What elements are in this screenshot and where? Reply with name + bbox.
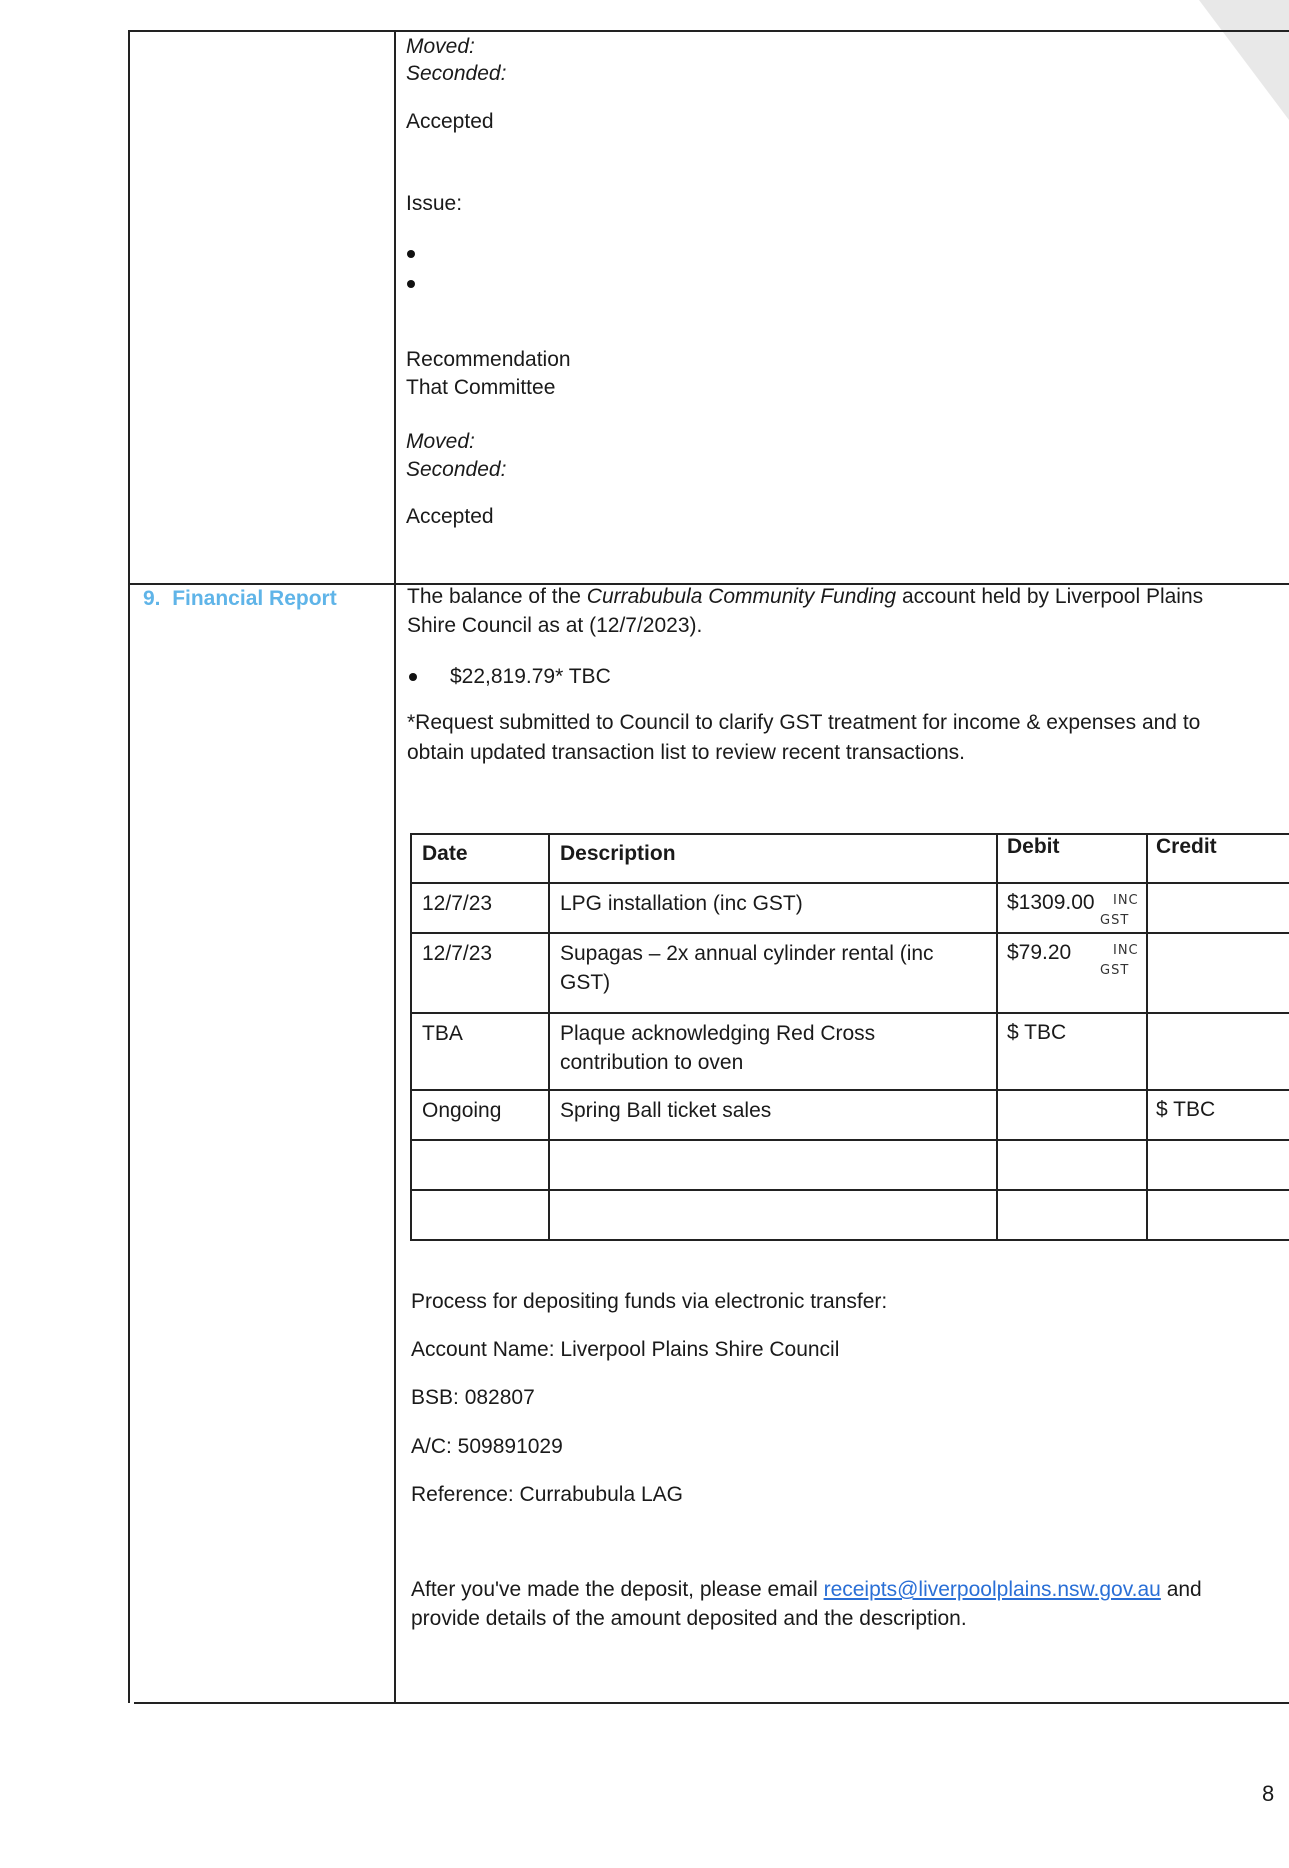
page-number: 8 [1262, 1781, 1275, 1806]
bullet-icon [407, 280, 415, 288]
outer-table-left-border [128, 30, 130, 1703]
balance-text: The balance of the [407, 585, 587, 608]
handwritten-note: INC [1113, 893, 1139, 908]
outer-table-top-border [128, 30, 1289, 32]
recommendation-label: Recommendation [406, 348, 571, 371]
accepted-label: Accepted [406, 110, 494, 133]
outer-table-row-divider [128, 583, 1289, 585]
deposit-instructions: After you've made the deposit, please em… [411, 1579, 1202, 1600]
issue-label: Issue: [406, 192, 463, 215]
reference: Reference: Currabubula LAG [411, 1483, 683, 1506]
moved-label: Moved: [406, 430, 475, 453]
table-row-border [410, 1139, 1289, 1141]
section-title: Financial Report [172, 587, 337, 610]
cell-date: TBA [422, 1022, 463, 1045]
table-row-border [410, 932, 1289, 934]
email-link[interactable]: receipts@liverpoolplains.nsw.gov.au [823, 1578, 1161, 1601]
outer-table-column-divider [394, 30, 396, 1703]
cell-debit: $79.20 [1007, 941, 1072, 964]
cell-credit: $ TBC [1156, 1098, 1216, 1121]
moved-label: Moved: [406, 35, 475, 58]
header-debit: Debit [1007, 835, 1060, 858]
cell-description: contribution to oven [560, 1051, 744, 1074]
cell-description: Plaque acknowledging Red Cross [560, 1022, 876, 1045]
account-name-italic: Currabubula Community Funding [586, 585, 897, 608]
cell-debit: $ TBC [1007, 1021, 1067, 1044]
instructions-text: After you've made the deposit, please em… [411, 1578, 824, 1601]
page-fold-corner [1199, 0, 1289, 120]
section-number: 9. [143, 587, 161, 610]
table-row-border [410, 1239, 1289, 1241]
cell-date: Ongoing [422, 1099, 502, 1122]
cell-date: 12/7/23 [422, 892, 493, 915]
table-column-border [1146, 833, 1148, 1239]
table-column-border [548, 833, 550, 1239]
balance-line-2: Shire Council as at (12/7/2023). [407, 614, 703, 637]
request-note: *Request submitted to Council to clarify… [407, 711, 1201, 734]
handwritten-note: GST [1100, 963, 1130, 978]
cell-description: Supagas – 2x annual cylinder rental (inc [560, 942, 934, 965]
deposit-instructions-2: provide details of the amount deposited … [411, 1607, 967, 1630]
request-note-2: obtain updated transaction list to revie… [407, 741, 965, 764]
balance-text: account held by Liverpool Plains [896, 585, 1204, 608]
balance-line: The balance of the Currabubula Community… [407, 586, 1203, 607]
header-description: Description [560, 842, 676, 865]
account-number: A/C: 509891029 [411, 1435, 563, 1458]
cell-debit: $1309.00 [1007, 891, 1095, 914]
seconded-label: Seconded: [406, 458, 507, 481]
seconded-label: Seconded: [406, 62, 507, 85]
bsb: BSB: 082807 [411, 1386, 535, 1409]
cell-description: GST) [560, 971, 611, 994]
table-column-border [410, 833, 412, 1239]
table-row-border [410, 882, 1289, 884]
table-row-border [410, 1012, 1289, 1014]
process-heading: Process for depositing funds via electro… [411, 1290, 888, 1313]
accepted-label: Accepted [406, 505, 494, 528]
financial-report-heading: 9. Financial Report [143, 588, 337, 609]
bullet-icon [407, 250, 415, 258]
table-row-border [410, 833, 1289, 835]
bullet-icon [409, 673, 417, 681]
handwritten-note: GST [1100, 913, 1130, 928]
instructions-text: and [1160, 1578, 1202, 1601]
cell-description: Spring Ball ticket sales [560, 1099, 772, 1122]
table-column-border [996, 833, 998, 1239]
outer-table-bottom-border [134, 1702, 1289, 1704]
cell-date: 12/7/23 [422, 942, 493, 965]
table-row-border [410, 1189, 1289, 1191]
transactions-table: Date Description Debit Credit 12/7/23 LPG ins… [410, 833, 1289, 1241]
that-committee-label: That Committee [406, 376, 556, 399]
handwritten-note: INC [1113, 943, 1139, 958]
header-date: Date [422, 842, 468, 865]
account-name: Account Name: Liverpool Plains Shire Cou… [411, 1338, 840, 1361]
cell-description: LPG installation (inc GST) [560, 892, 803, 915]
balance-amount: $22,819.79* TBC [450, 665, 611, 688]
table-row-border [410, 1089, 1289, 1091]
header-credit: Credit [1156, 835, 1217, 858]
